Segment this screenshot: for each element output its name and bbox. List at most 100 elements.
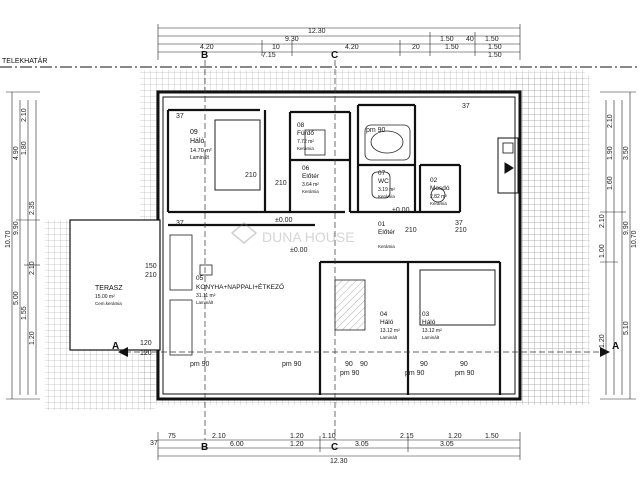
svg-text:Fürdő: Fürdő <box>297 130 314 137</box>
svg-text:Laminált: Laminált <box>422 335 440 340</box>
svg-text:20: 20 <box>412 44 420 51</box>
top-dimensions <box>157 24 521 60</box>
svg-text:1.20: 1.20 <box>290 433 304 440</box>
svg-text:Laminált: Laminált <box>380 335 398 340</box>
svg-text:90: 90 <box>460 361 468 368</box>
svg-text:2.35: 2.35 <box>29 201 36 215</box>
bottom-dimension-text: 75 2.10 1.20 1.10 2.15 1.20 1.50 6.00 1.… <box>168 433 499 465</box>
svg-text:4.20: 4.20 <box>200 44 214 51</box>
svg-text:±0.00: ±0.00 <box>275 217 293 224</box>
building-walls <box>69 90 522 401</box>
section-mark-c-top: C <box>331 50 338 61</box>
svg-text:Kerámia: Kerámia <box>302 189 319 194</box>
svg-text:2.10: 2.10 <box>599 214 606 228</box>
watermark-logo-icon <box>230 222 258 244</box>
svg-text:Mosdó: Mosdó <box>430 185 450 192</box>
svg-text:pm 90: pm 90 <box>340 370 360 377</box>
svg-text:5.00: 5.00 <box>13 291 20 305</box>
svg-text:KONYHA+NAPPALI+ÉTKEZŐ: KONYHA+NAPPALI+ÉTKEZŐ <box>196 282 284 291</box>
svg-text:90: 90 <box>420 361 428 368</box>
svg-text:Laminált: Laminált <box>196 300 214 305</box>
svg-text:210: 210 <box>145 272 157 279</box>
svg-text:pm 90: pm 90 <box>455 370 475 377</box>
svg-text:90: 90 <box>345 361 353 368</box>
room-labels: 09 Háló 14.70 m² Laminált 08 Fürdő 7.72 … <box>95 122 450 340</box>
svg-text:Háló: Háló <box>422 319 436 326</box>
svg-text:±0.00: ±0.00 <box>392 207 410 214</box>
room-06: 06 Előtér 3.64 m² Kerámia <box>302 165 320 194</box>
svg-text:3.64 m²: 3.64 m² <box>302 182 319 188</box>
svg-text:1.20: 1.20 <box>448 433 462 440</box>
room-04: 04 Háló 13.12 m² Laminált <box>380 311 400 340</box>
svg-text:9.90: 9.90 <box>13 221 20 235</box>
svg-text:3.50: 3.50 <box>623 146 630 160</box>
svg-text:Háló: Háló <box>190 138 205 145</box>
svg-text:3.19 m²: 3.19 m² <box>378 187 395 193</box>
section-mark-b-bottom: B <box>201 442 208 453</box>
svg-text:1.80: 1.80 <box>21 141 28 155</box>
room-07: 07 WC 3.19 m² Kerámia <box>378 170 395 199</box>
svg-text:4.90: 4.90 <box>13 146 20 160</box>
section-marks: A A B B C C <box>112 50 619 453</box>
svg-text:2.10: 2.10 <box>212 433 226 440</box>
watermark: DUNA HOUSE <box>230 222 355 245</box>
property-boundary: TELEKHATÁR <box>0 56 640 68</box>
svg-text:9.30: 9.30 <box>285 36 299 43</box>
svg-text:120: 120 <box>140 350 152 357</box>
svg-text:2.15: 2.15 <box>400 433 414 440</box>
svg-text:TERASZ: TERASZ <box>95 285 123 292</box>
svg-text:07: 07 <box>378 170 386 177</box>
svg-text:4.20: 4.20 <box>345 44 359 51</box>
room-03: 03 Háló 13.12 m² Laminált <box>422 311 442 340</box>
svg-text:3.05: 3.05 <box>355 441 369 448</box>
svg-text:1.00: 1.00 <box>599 244 606 258</box>
svg-text:1.55: 1.55 <box>21 306 28 320</box>
svg-text:75: 75 <box>168 433 176 440</box>
svg-text:6.00: 6.00 <box>230 441 244 448</box>
svg-text:37: 37 <box>176 113 184 120</box>
svg-text:Laminált: Laminált <box>190 155 210 161</box>
svg-text:pm 90: pm 90 <box>190 361 210 368</box>
svg-text:37: 37 <box>462 103 470 110</box>
svg-text:1.50: 1.50 <box>485 36 499 43</box>
svg-text:04: 04 <box>380 311 388 318</box>
svg-text:1.50: 1.50 <box>445 44 459 51</box>
svg-text:210: 210 <box>405 227 417 234</box>
svg-text:1.60: 1.60 <box>607 176 614 190</box>
svg-text:14.70 m²: 14.70 m² <box>190 148 212 154</box>
svg-text:2.10: 2.10 <box>607 114 614 128</box>
section-mark-c-bottom: C <box>331 442 338 453</box>
svg-text:12.30: 12.30 <box>330 458 348 465</box>
opening-labels: 210 210 210 210 150 210 120 120 90 90 90… <box>140 103 475 447</box>
svg-text:37: 37 <box>176 220 184 227</box>
svg-text:40: 40 <box>466 36 474 43</box>
interior-walls <box>166 103 502 395</box>
section-mark-a-right: A <box>612 341 619 352</box>
svg-text:15.00 m²: 15.00 m² <box>95 294 115 300</box>
svg-text:9.90: 9.90 <box>623 221 630 235</box>
room-02: 02 Mosdó 2.82 m² Kerámia <box>430 177 450 206</box>
section-mark-a-left: A <box>112 341 119 352</box>
svg-text:DUNA HOUSE: DUNA HOUSE <box>262 229 355 245</box>
svg-text:37: 37 <box>150 440 158 447</box>
svg-text:01: 01 <box>378 221 386 228</box>
section-mark-b-top: B <box>201 50 208 61</box>
svg-text:Előtér: Előtér <box>378 229 396 236</box>
svg-text:2.10: 2.10 <box>21 108 28 122</box>
svg-text:2.10: 2.10 <box>29 261 36 275</box>
svg-text:1.20: 1.20 <box>29 331 36 345</box>
svg-text:1.20: 1.20 <box>599 334 606 348</box>
svg-text:7.72 m²: 7.72 m² <box>297 139 314 145</box>
svg-text:37: 37 <box>455 220 463 227</box>
svg-text:±0.00: ±0.00 <box>290 247 308 254</box>
svg-text:Kerámia: Kerámia <box>430 201 447 206</box>
svg-text:Háló: Háló <box>380 319 394 326</box>
svg-text:1.10: 1.10 <box>322 433 336 440</box>
svg-text:pm 90: pm 90 <box>366 127 386 134</box>
svg-text:12.30: 12.30 <box>308 28 326 35</box>
svg-text:1.50: 1.50 <box>488 44 502 51</box>
room-01: 01 Előtér Kerámia <box>378 221 396 249</box>
svg-text:90: 90 <box>360 361 368 368</box>
svg-text:210: 210 <box>275 180 287 187</box>
svg-text:pm 90: pm 90 <box>282 361 302 368</box>
